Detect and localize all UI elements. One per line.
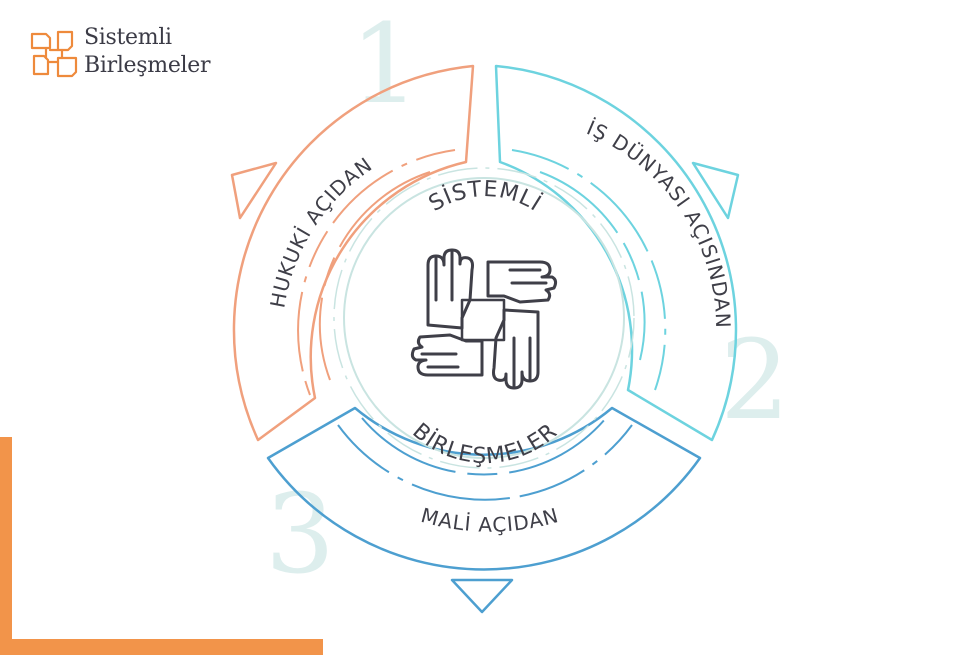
corner-bracket [0,437,323,655]
segment-number-1: 1 [350,0,420,128]
four-hands-icon [410,248,558,390]
segment-legal [230,64,475,442]
center-title-top: SİSTEMLİ [425,177,546,217]
logo: Sistemli Birleşmeler [28,24,243,84]
logo-line-2: Birleşmeler [84,53,211,78]
inner-ring [343,177,625,459]
segment-number-3: 3 [265,470,335,598]
segment-label-financial: MALİ AÇIDAN [418,503,561,537]
inner-ring-dashed [333,167,635,469]
hands-icon [30,30,78,78]
logo-line-1: Sistemli [84,25,172,50]
corner-bracket-vertical [0,437,12,655]
center-title-bottom: BİRLEŞMELER [408,419,563,470]
segment-financial [266,406,702,614]
corner-bracket-horizontal [0,639,323,655]
